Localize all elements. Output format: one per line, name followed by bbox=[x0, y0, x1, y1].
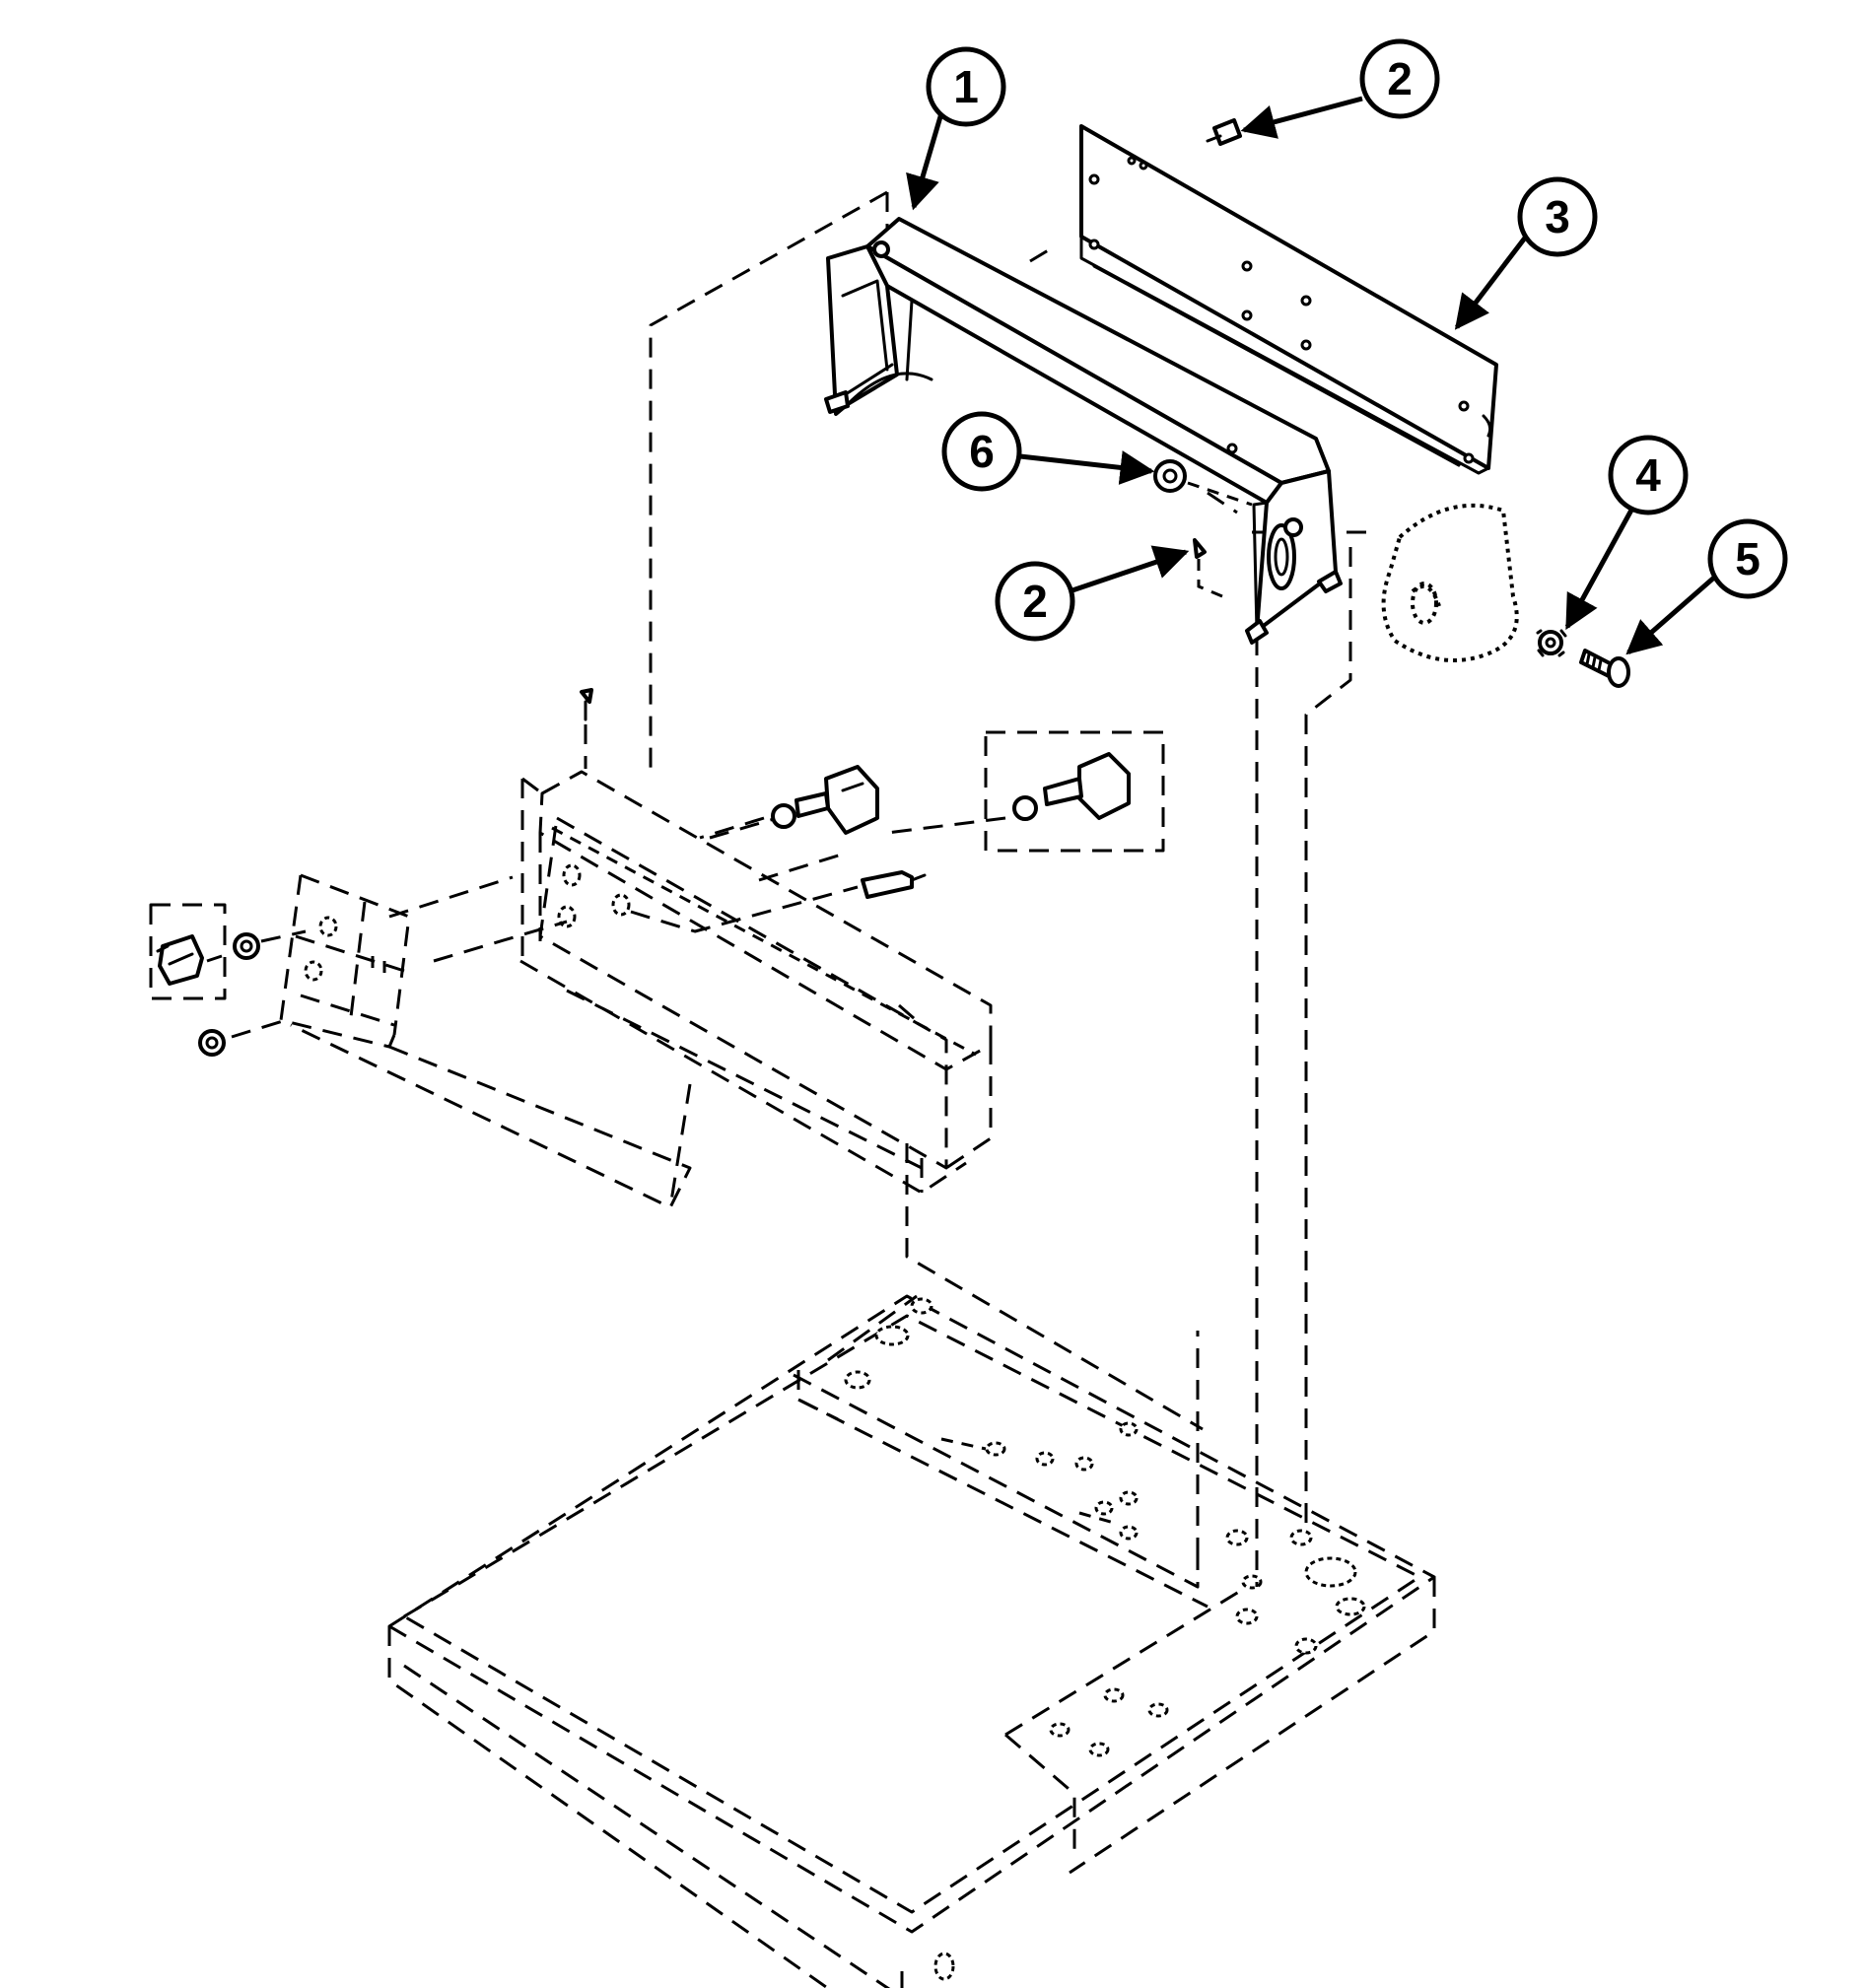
callout-label: 2 bbox=[1022, 576, 1048, 627]
callout-1: 1 bbox=[906, 46, 1006, 211]
rear-panel-part-3 bbox=[1079, 124, 1498, 475]
callout-3: 3 bbox=[1454, 176, 1598, 330]
cabinet-base-outline bbox=[387, 1294, 1436, 1988]
callout-2-lower: 2 bbox=[995, 545, 1190, 642]
screw-part-2-top bbox=[1206, 118, 1242, 146]
cabinet-side-outlines bbox=[649, 190, 1370, 1587]
nut-part-6 bbox=[1153, 459, 1253, 507]
callout-label: 2 bbox=[1387, 53, 1413, 104]
callout-label: 5 bbox=[1735, 533, 1761, 584]
callout-4: 4 bbox=[1564, 435, 1689, 631]
callout-label: 1 bbox=[953, 61, 979, 112]
callout-5: 5 bbox=[1625, 518, 1788, 655]
callout-2-top: 2 bbox=[1240, 38, 1440, 139]
callout-label: 3 bbox=[1545, 191, 1570, 242]
screw-part-2-lower bbox=[1193, 538, 1223, 598]
bolt-part-5 bbox=[1579, 649, 1630, 688]
left-knob-assembly bbox=[149, 873, 692, 1209]
callout-label: 4 bbox=[1635, 449, 1661, 501]
console-bracket-part-1 bbox=[824, 217, 1343, 645]
dotted-knob-housing bbox=[1381, 503, 1519, 662]
console-panel-outline bbox=[519, 770, 1204, 1431]
callout-label: 6 bbox=[969, 426, 995, 477]
washer-part-4 bbox=[1536, 629, 1567, 657]
console-switches bbox=[580, 688, 1165, 899]
callout-6: 6 bbox=[941, 411, 1155, 492]
